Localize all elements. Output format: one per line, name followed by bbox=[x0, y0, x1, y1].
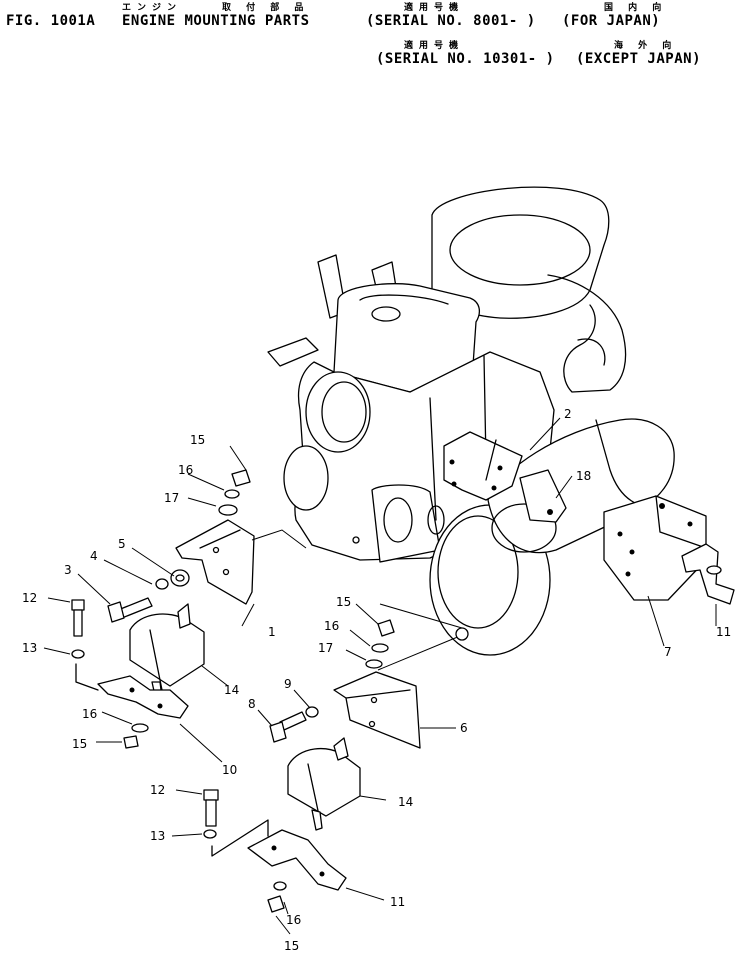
region-a: (FOR JAPAN) bbox=[562, 13, 661, 29]
callout-16-d: 16 bbox=[286, 913, 301, 927]
header-jp-domestic: 国 内 向 bbox=[604, 3, 668, 13]
callout-16-b: 16 bbox=[82, 707, 97, 721]
callout-14-upper: 14 bbox=[224, 683, 239, 697]
callout-11-lower: 11 bbox=[390, 895, 405, 909]
callout-12-lower: 12 bbox=[150, 783, 165, 797]
header-jp-serial-b: 適用号機 bbox=[404, 41, 465, 51]
callout-15-b: 15 bbox=[72, 737, 87, 751]
callout-12-upper: 12 bbox=[22, 591, 37, 605]
callout-2: 2 bbox=[564, 407, 572, 421]
callout-14-lower: 14 bbox=[398, 795, 413, 809]
callout-13-lower: 13 bbox=[150, 829, 165, 843]
callout-16-c: 16 bbox=[324, 619, 339, 633]
header-jp-overseas: 海 外 向 bbox=[614, 41, 678, 51]
engine-assembly bbox=[175, 186, 735, 671]
callout-11-upper: 11 bbox=[716, 625, 731, 639]
header-jp-engine: エンジン bbox=[122, 3, 183, 13]
callout-13-upper: 13 bbox=[22, 641, 37, 655]
figure-number: FIG. 1001A bbox=[6, 13, 96, 29]
header-jp-mounting-parts: 取 付 部 品 bbox=[222, 3, 310, 13]
callout-6: 6 bbox=[460, 721, 468, 735]
region-b: (EXCEPT JAPAN) bbox=[576, 51, 702, 67]
callout-10: 10 bbox=[222, 763, 237, 777]
callout-5: 5 bbox=[118, 537, 126, 551]
serial-range-b: (SERIAL NO. 10301- ) bbox=[376, 51, 555, 67]
callout-4: 4 bbox=[90, 549, 98, 563]
callout-3: 3 bbox=[64, 563, 72, 577]
callout-17-a: 17 bbox=[164, 491, 179, 505]
serial-range-a: (SERIAL NO. 8001- ) bbox=[366, 13, 536, 29]
callout-1: 1 bbox=[268, 625, 276, 639]
callout-17-b: 17 bbox=[318, 641, 333, 655]
callout-15-d: 15 bbox=[284, 939, 299, 953]
loose-parts bbox=[71, 469, 421, 913]
header-jp-serial: 適用号機 bbox=[404, 3, 465, 13]
callout-8: 8 bbox=[248, 697, 256, 711]
leader-lines bbox=[43, 417, 717, 935]
callout-16-a: 16 bbox=[178, 463, 193, 477]
figure-title: ENGINE MOUNTING PARTS bbox=[122, 13, 310, 29]
callout-9: 9 bbox=[284, 677, 292, 691]
callout-7: 7 bbox=[664, 645, 672, 659]
callout-18: 18 bbox=[576, 469, 591, 483]
callout-15-c: 15 bbox=[336, 595, 351, 609]
callout-15-a: 15 bbox=[190, 433, 205, 447]
callout-labels: 1 2 3 4 5 6 7 8 9 10 11 11 12 12 13 13 1… bbox=[22, 407, 731, 953]
